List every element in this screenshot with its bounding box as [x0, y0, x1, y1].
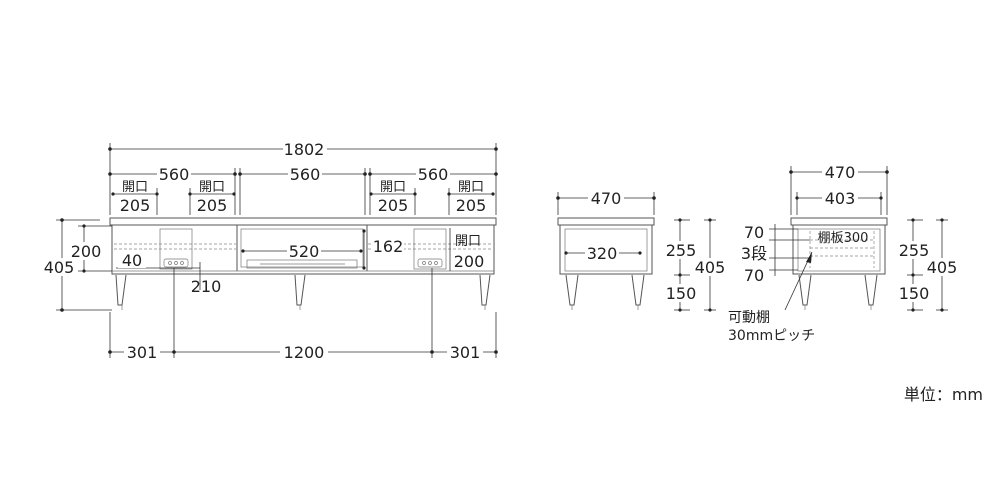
side-leg-back	[631, 274, 645, 306]
side-body	[559, 224, 653, 275]
dim-opening-4: 205	[456, 196, 487, 215]
section-view: 470 403 棚板300 70 3段 70 可動棚 30mmピッチ	[728, 163, 960, 344]
dim-section-width: 470	[825, 163, 856, 182]
note-pitch: 30mmピッチ	[728, 328, 815, 344]
section-body	[792, 224, 886, 275]
label-opening-1: 開口	[122, 180, 148, 195]
label-opening-2: 開口	[199, 180, 225, 195]
side-top-board	[557, 217, 655, 226]
section-inner	[797, 228, 881, 272]
front-leg-right	[479, 274, 491, 306]
front-view: 1802 560 560 560 開口 開口 開口 開口 20	[40, 140, 498, 362]
label-opening-4: 開口	[458, 180, 484, 195]
dim-opening-3: 205	[378, 196, 409, 215]
dim-bottom-right: 301	[450, 343, 481, 362]
side-panel	[564, 228, 648, 272]
cable-grommet-right	[417, 258, 443, 268]
dim-side-inner: 320	[587, 244, 618, 263]
dim-section-right: 560	[418, 165, 449, 184]
section-top-board	[790, 217, 888, 226]
dim-shelf-depth: 210	[191, 277, 222, 296]
dim-shelf-steps: 3段	[741, 244, 767, 263]
front-center-drawer	[246, 259, 358, 269]
dim-inner-width: 520	[289, 242, 320, 261]
dim-height-upper: 200	[71, 242, 102, 261]
front-leg-left	[115, 274, 127, 306]
front-top-board	[109, 217, 497, 226]
dim-pitch-bottom: 70	[744, 266, 764, 285]
cable-grommet-left	[163, 258, 189, 268]
dim-cable-hole: 40	[122, 251, 142, 270]
dim-section-center: 560	[290, 165, 321, 184]
dim-inner-height: 162	[373, 237, 404, 256]
section-leg-back	[864, 274, 878, 306]
dim-side-opening-height: 200	[454, 252, 485, 271]
dim-bottom-center: 1200	[284, 343, 325, 362]
front-left-back-panel	[159, 228, 193, 270]
dim-total-width: 1802	[284, 140, 325, 159]
dim-section-inner: 403	[825, 189, 856, 208]
front-right-back-panel	[413, 228, 447, 270]
dim-opening-1: 205	[120, 196, 151, 215]
dim-height-total: 405	[44, 258, 75, 277]
dim-side-body-height: 255	[666, 241, 697, 260]
dim-opening-2: 205	[197, 196, 228, 215]
front-leg-center	[294, 274, 306, 306]
section-leg-front	[798, 274, 812, 306]
dim-section-left: 560	[159, 165, 190, 184]
dim-side-leg-height: 150	[666, 284, 697, 303]
label-opening-3: 開口	[380, 180, 406, 195]
unit-label: 単位：mm	[904, 385, 983, 404]
dim-section-leg-height: 150	[899, 284, 930, 303]
label-opening-side: 開口	[455, 234, 481, 249]
dim-pitch-top: 70	[744, 223, 764, 242]
note-adjustable-shelf: 可動棚	[728, 310, 770, 326]
dim-side-width: 470	[591, 189, 622, 208]
dim-bottom-left: 301	[127, 343, 158, 362]
label-shelf: 棚板300	[818, 231, 869, 246]
side-leg-front	[565, 274, 579, 306]
dim-section-body-height: 255	[899, 241, 930, 260]
front-center-door	[240, 228, 364, 268]
dim-section-total-height: 405	[927, 258, 958, 277]
dim-side-total-height: 405	[695, 258, 726, 277]
side-view: 470 320 255 150 405	[556, 189, 728, 312]
